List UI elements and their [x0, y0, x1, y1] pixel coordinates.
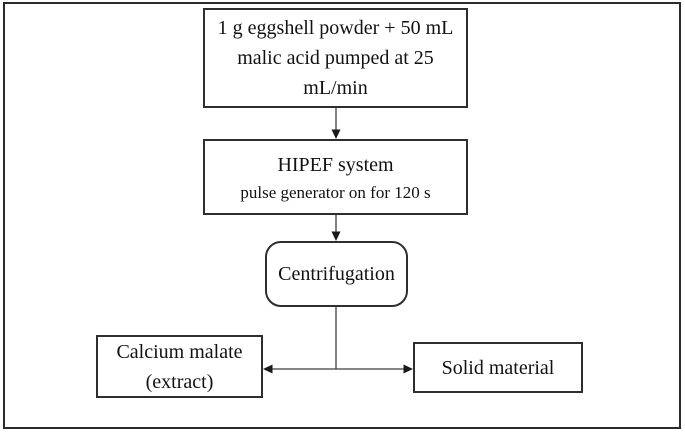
node-solid-label: Solid material	[441, 356, 555, 379]
arrowhead-down-icon	[331, 231, 341, 241]
node-centrifugation: Centrifugation	[265, 241, 408, 307]
node-calcium-malate-extract: Calcium malate (extract)	[96, 335, 263, 398]
arrowhead-right-icon	[403, 364, 413, 374]
node-extract-line-1: Calcium malate	[116, 340, 243, 363]
arrowhead-left-icon	[263, 364, 273, 374]
node-feed-line-3: mL/min	[303, 77, 368, 99]
arrow-feed-to-hipef	[331, 108, 341, 139]
node-hipef-subtitle: pulse generator on for 120 s	[240, 182, 431, 202]
arrowhead-down-icon	[331, 129, 341, 139]
node-extract-line-2: (extract)	[145, 370, 214, 393]
node-feed-input: 1 g eggshell powder + 50 mL malic acid p…	[203, 8, 468, 108]
figure-outer-border	[3, 2, 681, 429]
arrow-hipef-to-centrifugation	[331, 215, 341, 241]
node-solid-material: Solid material	[413, 342, 583, 393]
node-feed-line-2: malic acid pumped at 25	[237, 47, 434, 69]
node-hipef-system: HIPEF system pulse generator on for 120 …	[203, 139, 468, 215]
node-hipef-title: HIPEF system	[277, 153, 394, 176]
node-centrifugation-label: Centrifugation	[278, 263, 395, 285]
arrow-junction-to-outputs	[263, 364, 413, 374]
node-feed-line-1: 1 g eggshell powder + 50 mL	[217, 17, 454, 39]
